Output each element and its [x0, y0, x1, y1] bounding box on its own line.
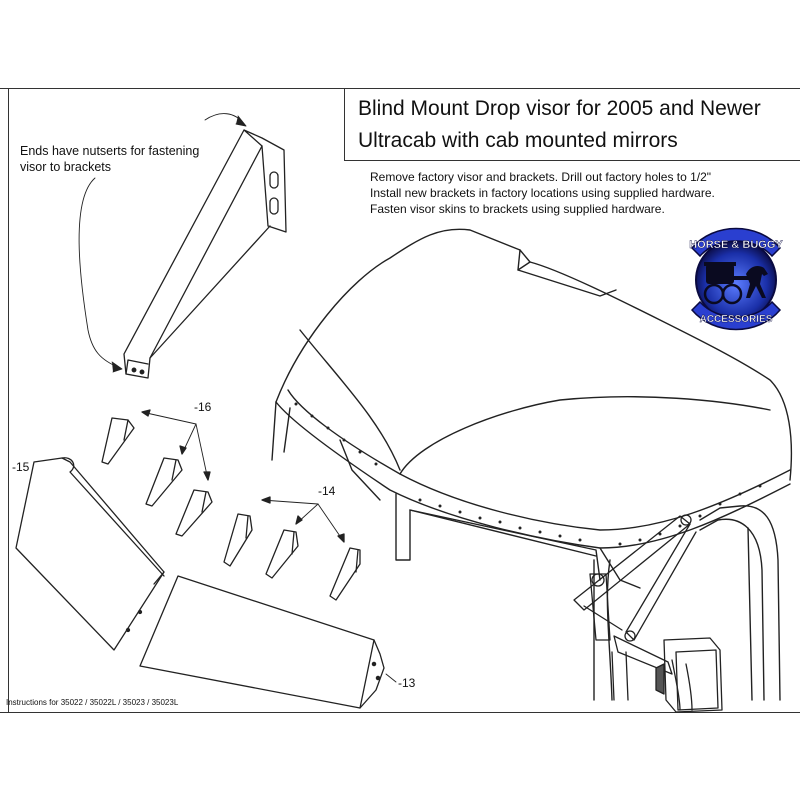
title-box-bottom-line — [344, 160, 800, 161]
page-title-line-1: Blind Mount Drop visor for 2005 and Newe… — [358, 97, 761, 120]
ends-note-line-1: Ends have nutserts for fastening — [20, 144, 200, 158]
buggy-icon — [703, 262, 768, 305]
logo-emblem: HORSE & BUGGY ACCESSORIES — [689, 227, 784, 331]
bracket-14-b — [265, 529, 299, 579]
visor-skin-13 — [139, 575, 385, 709]
bracket-16-a — [101, 417, 135, 465]
horse-and-buggy-logo: HORSE & BUGGY ACCESSORIES — [684, 218, 788, 338]
page-title-line-2: Ultracab with cab mounted mirrors — [358, 129, 678, 152]
bracket-14-a — [223, 513, 253, 567]
part-callout-14: -14 — [318, 484, 336, 498]
part-callout-16: -16 — [194, 400, 212, 414]
bracket-16-c — [175, 489, 213, 537]
instruction-line-2: Install new brackets in factory location… — [370, 186, 715, 200]
frame-top-line — [0, 88, 800, 89]
visor-end-bracket — [123, 129, 287, 379]
cab-rivets — [294, 402, 762, 546]
instruction-line-3: Fasten visor skins to brackets using sup… — [370, 202, 665, 216]
frame-left-line — [8, 88, 9, 713]
callout-14-leader-a — [261, 499, 319, 505]
visor-skin-15 — [15, 457, 165, 651]
part-callout-13: -13 — [398, 676, 416, 690]
callout-13-leader — [385, 673, 397, 683]
bracket-16-b — [145, 457, 183, 507]
callout-16-leader-c — [195, 423, 209, 481]
logo-bottom-text: ACCESSORIES — [700, 314, 773, 325]
footer-instructions-text: Instructions for 35022 / 35022L / 35023 … — [6, 698, 179, 707]
mirror-arm — [573, 514, 697, 711]
logo-top-text: HORSE & BUGGY — [689, 239, 783, 251]
part-callout-15: -15 — [12, 460, 30, 474]
note-leader-line — [78, 177, 121, 369]
side-mirror — [655, 637, 723, 713]
frame-bottom-line — [0, 712, 800, 713]
note-leader-arrow — [111, 361, 123, 373]
instruction-line-1: Remove factory visor and brackets. Drill… — [370, 170, 712, 184]
bracket-14-c — [329, 547, 361, 601]
title-box-left-line — [344, 88, 345, 160]
callout-16-leader-a — [141, 411, 197, 425]
ends-note-line-2: visor to brackets — [20, 160, 112, 174]
